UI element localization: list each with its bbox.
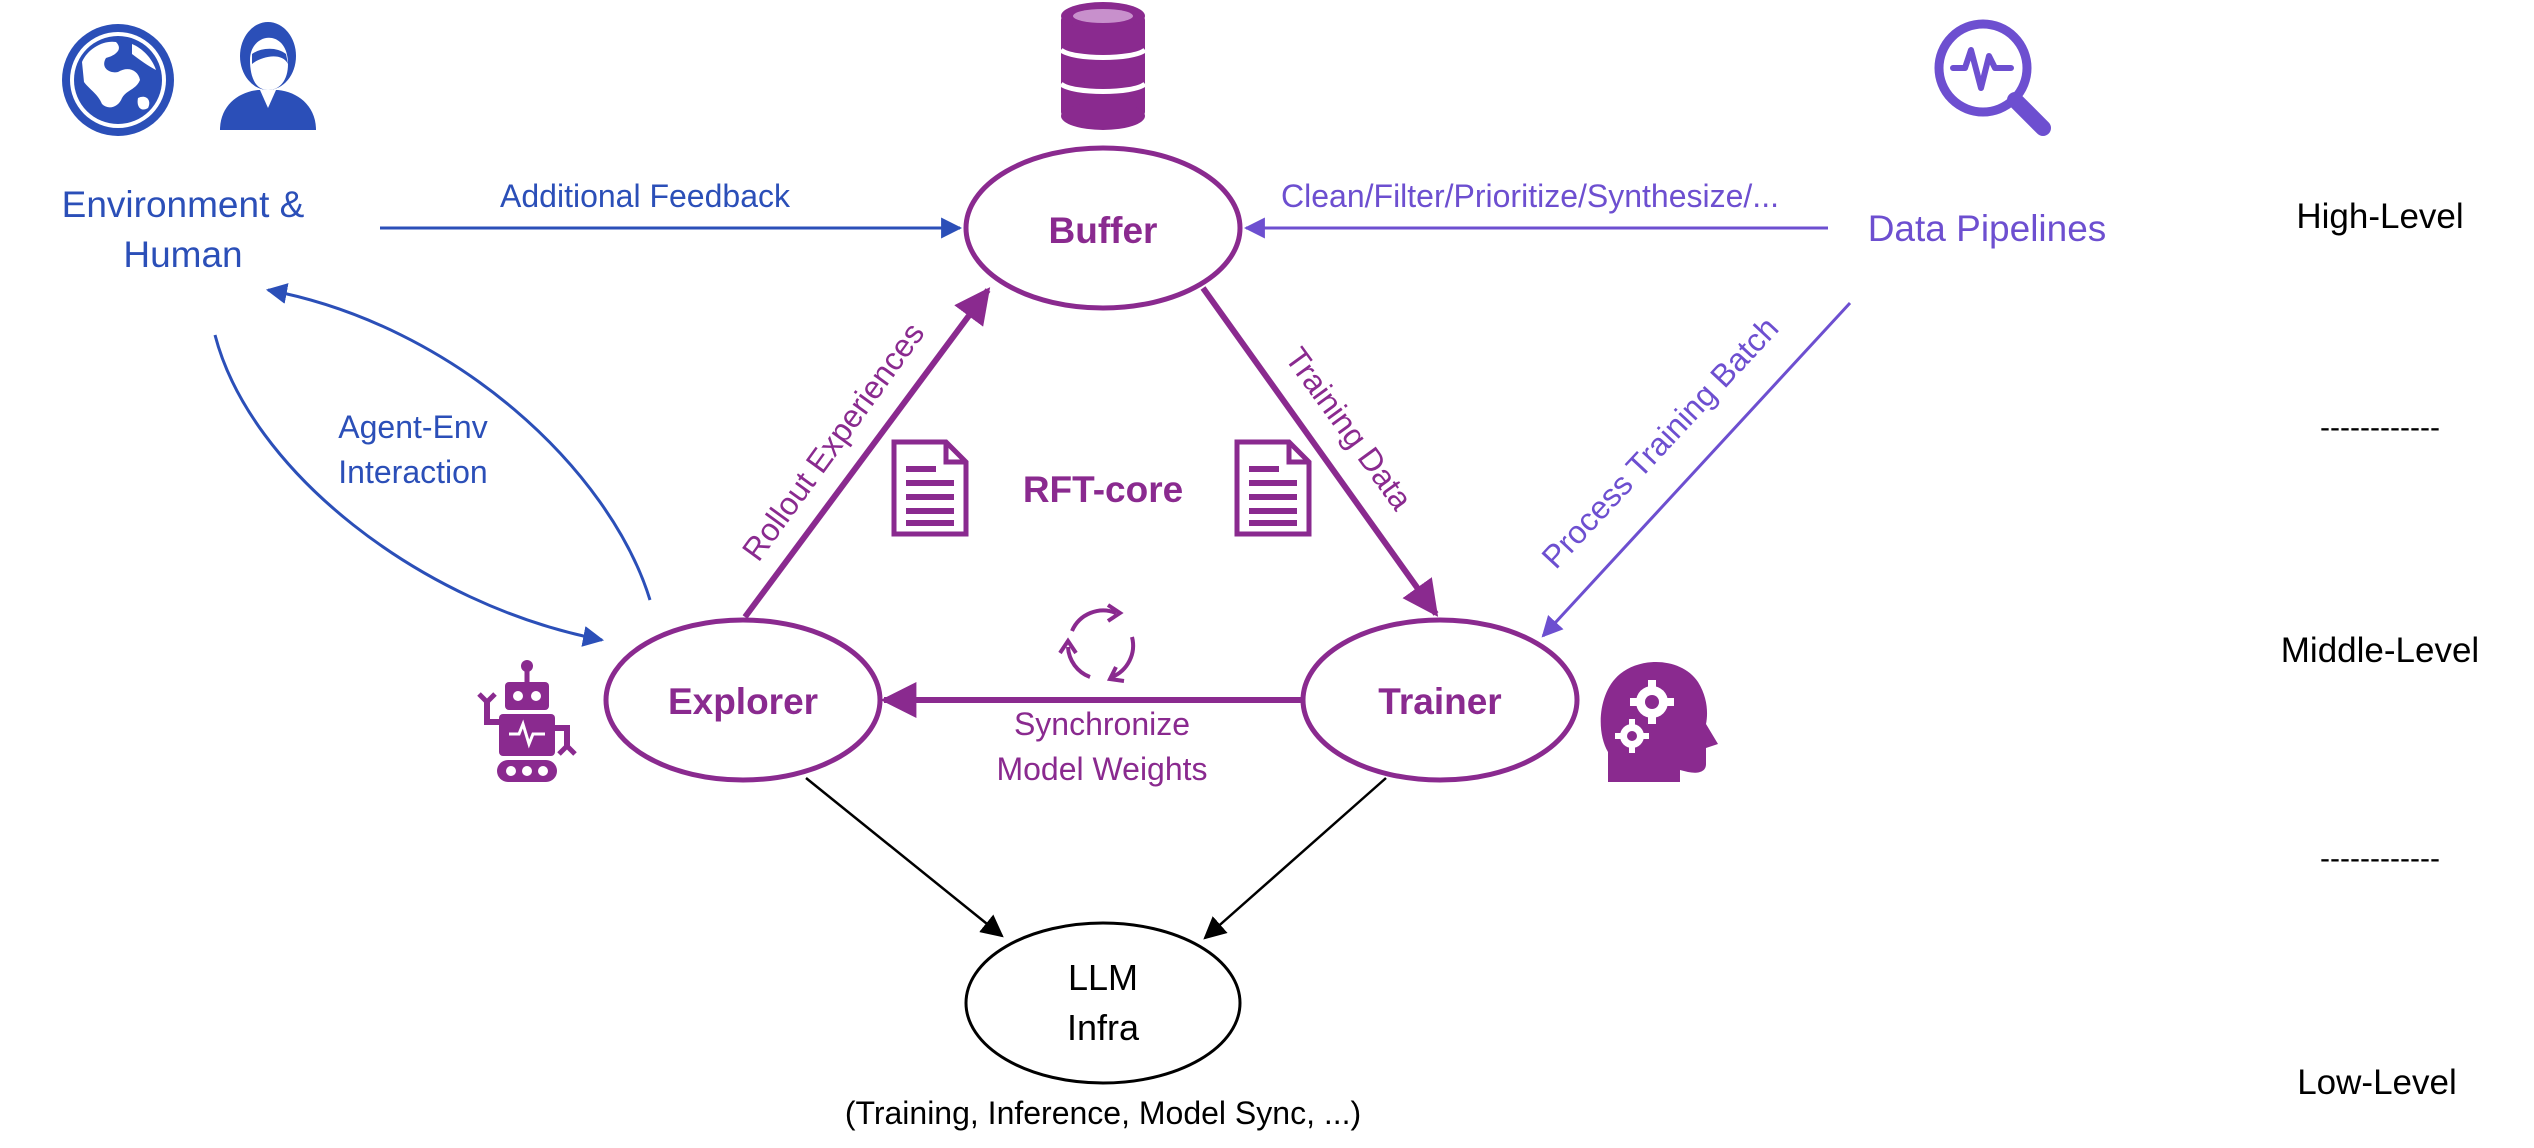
agent-env-label-line1: Agent-Env <box>338 409 487 445</box>
synchronize-label-line1: Synchronize <box>1014 706 1190 742</box>
llm-label-line2: Infra <box>1067 1007 1140 1048</box>
agent-env-arrow-to-explorer <box>213 334 605 647</box>
llm-infra-node <box>964 921 1242 1085</box>
training-data-arrow <box>1200 286 1439 617</box>
llm-caption: (Training, Inference, Model Sync, ...) <box>845 1095 1361 1131</box>
trainer-label: Trainer <box>1378 681 1501 722</box>
robot-icon <box>477 660 577 782</box>
trainer-node <box>1300 617 1580 783</box>
environment-label-line1: Environment & <box>62 184 305 225</box>
agent-env-arrow-to-environment <box>265 283 652 601</box>
level-low-label: Low-Level <box>2297 1063 2457 1102</box>
environment-label-line2: Human <box>123 234 242 275</box>
refresh-cycle-icon <box>1058 603 1136 683</box>
person-icon <box>220 22 316 130</box>
level-separator-2: ------------ <box>2320 842 2440 875</box>
explorer-node <box>603 617 883 783</box>
database-icon <box>1059 2 1147 130</box>
synchronize-label-line2: Model Weights <box>996 751 1207 787</box>
agent-env-label-line2: Interaction <box>338 454 487 490</box>
trainer-to-llm-arrow <box>1203 777 1387 940</box>
process-training-batch-label: Process Training Batch <box>1535 310 1786 575</box>
level-high-label: High-Level <box>2296 197 2463 236</box>
document-icon <box>891 439 969 537</box>
magnifier-waveform-icon <box>1934 19 2051 136</box>
rollout-experiences-arrow <box>742 287 991 619</box>
rft-core-label: RFT-core <box>1023 469 1183 510</box>
globe-icon <box>62 24 174 136</box>
buffer-label: Buffer <box>1049 210 1158 251</box>
clean-filter-label: Clean/Filter/Prioritize/Synthesize/... <box>1281 178 1779 214</box>
buffer-node <box>963 145 1243 311</box>
explorer-label: Explorer <box>668 681 818 722</box>
process-training-batch-arrow <box>1541 301 1852 638</box>
additional-feedback-label: Additional Feedback <box>500 178 791 214</box>
level-separator-1: ------------ <box>2320 411 2440 444</box>
explorer-to-llm-arrow <box>805 777 1004 938</box>
head-gears-icon <box>1600 662 1718 782</box>
llm-label-line1: LLM <box>1068 957 1138 998</box>
document-icon <box>1234 439 1312 537</box>
level-middle-label: Middle-Level <box>2281 631 2479 670</box>
data-pipelines-label: Data Pipelines <box>1868 208 2107 249</box>
